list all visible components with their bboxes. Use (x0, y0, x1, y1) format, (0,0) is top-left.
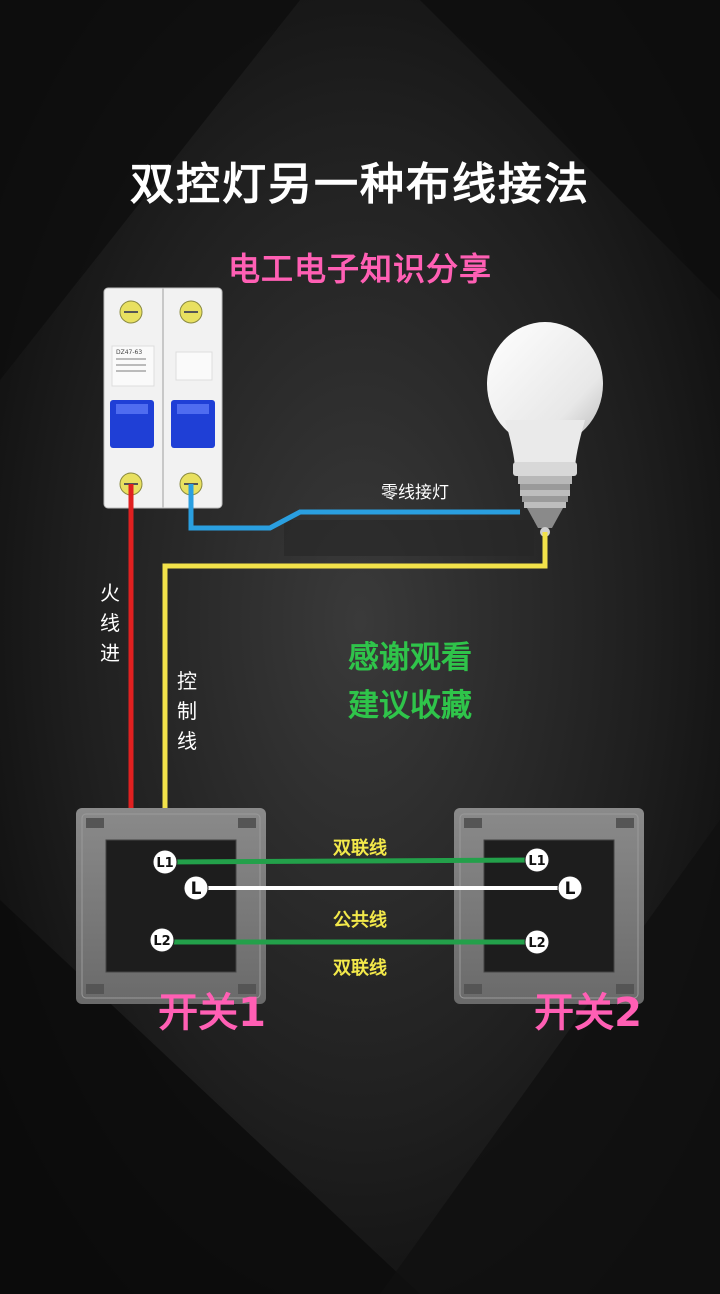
live-wire-label: 火线进 (100, 581, 120, 665)
neutral-wire-label: 零线接灯 (381, 483, 449, 503)
switch1-terminal-l2 (149, 927, 175, 953)
page-title: 双控灯另一种布线接法 (130, 159, 590, 210)
thanks-block: 感谢观看 建议收藏 (330, 634, 490, 730)
thanks-line-1: 感谢观看 (348, 640, 472, 676)
switch2-l-label: L (565, 879, 576, 899)
neutral-wire (188, 484, 520, 531)
switch2-terminal-l (557, 875, 583, 901)
switch-1 (76, 808, 266, 1004)
switch2-name: 开关2 (534, 990, 642, 1036)
subtitle: 电工电子知识分享 (227, 250, 492, 288)
switch1-name: 开关1 (158, 990, 266, 1036)
common-wire-label: 公共线 (333, 910, 387, 931)
switch1-terminal-l (183, 875, 209, 901)
control-wire-label: 控制线 (177, 669, 197, 753)
traveler-top-label: 双联线 (333, 838, 387, 859)
switch1-l2-label: L2 (153, 934, 170, 949)
switch2-l1-label: L1 (528, 854, 545, 869)
traveler-wire-top (164, 857, 538, 865)
switch1-terminal-l1 (152, 849, 178, 875)
breaker-brand-text: DZ47-63 (116, 349, 142, 356)
thanks-line-2: 建议收藏 (348, 688, 472, 724)
switch2-terminal-l2 (524, 929, 550, 955)
switch1-l1-label: L1 (156, 856, 173, 871)
circuit-breaker: DZ47-63 (103, 287, 223, 509)
control-wire (162, 532, 548, 862)
switch2-terminal-l1 (524, 847, 550, 873)
traveler-bottom-label: 双联线 (333, 958, 387, 979)
switch1-l-label: L (191, 879, 202, 899)
switch2-l2-label: L2 (528, 936, 545, 951)
light-bulb-icon (487, 322, 603, 537)
switch-2 (454, 808, 644, 1004)
